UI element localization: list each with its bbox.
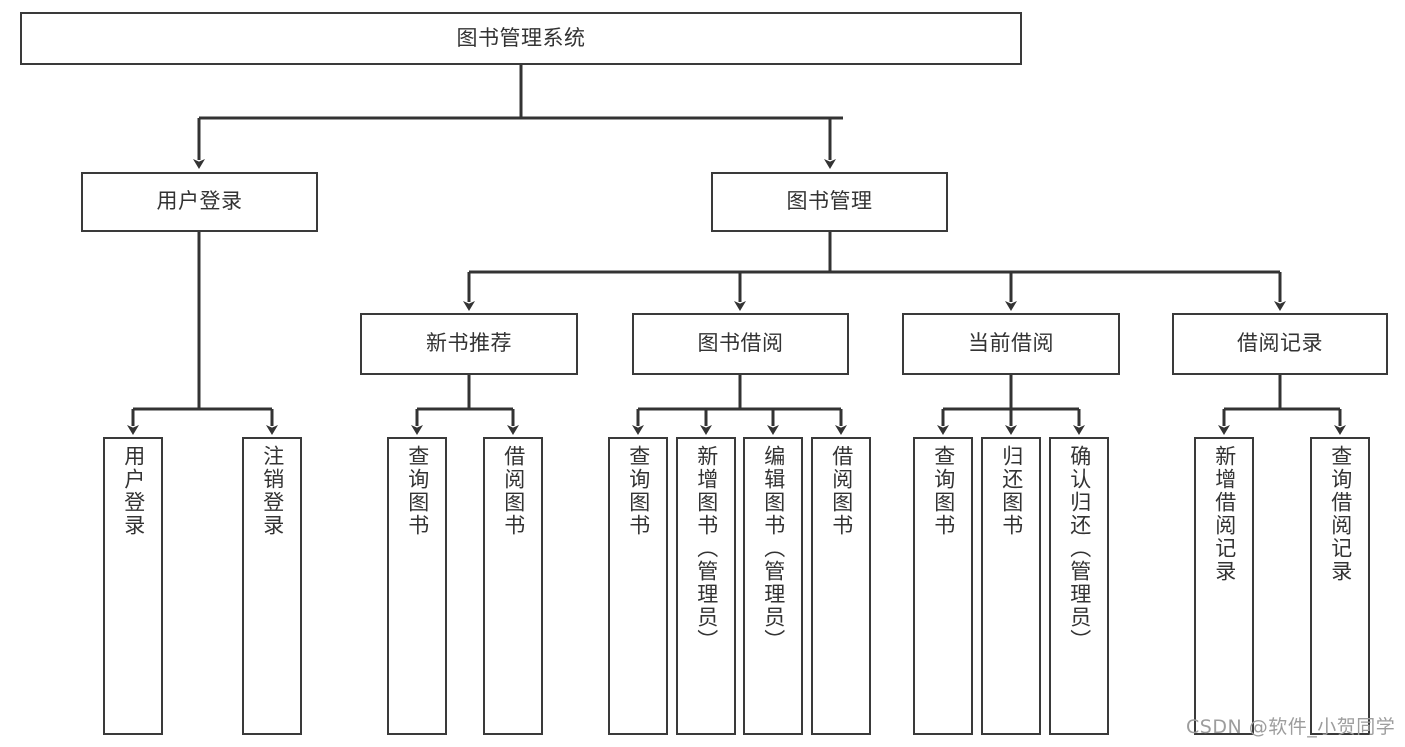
node-label: 新书推荐 bbox=[426, 331, 512, 356]
node-label: 注销登录 bbox=[260, 445, 285, 537]
node-label: 图书借阅 bbox=[697, 331, 784, 356]
node-book-borrow[interactable]: 图书借阅 bbox=[632, 313, 849, 375]
leaf-borrow-book[interactable]: 借阅图书 bbox=[811, 437, 871, 735]
csdn-watermark: CSDN @软件_小贺同学 bbox=[1186, 716, 1396, 738]
node-label: 图书管理系统 bbox=[456, 25, 586, 50]
leaf-add-borrow-record[interactable]: 新增借阅记录 bbox=[1194, 437, 1254, 735]
node-book-management[interactable]: 图书管理 bbox=[711, 172, 948, 232]
node-current-borrow[interactable]: 当前借阅 bbox=[902, 313, 1120, 375]
leaf-user-login[interactable]: 用户登录 bbox=[103, 437, 163, 735]
node-user-login[interactable]: 用户登录 bbox=[81, 172, 318, 232]
node-label: 查询图书 bbox=[931, 445, 956, 537]
node-label: 查询图书 bbox=[626, 445, 651, 537]
node-label: 借阅记录 bbox=[1237, 331, 1323, 356]
node-label: 查询借阅记录 bbox=[1328, 445, 1353, 583]
leaf-logout[interactable]: 注销登录 bbox=[242, 437, 302, 735]
node-new-book-recommend[interactable]: 新书推荐 bbox=[360, 313, 578, 375]
node-label: 确认归还（管理员） bbox=[1067, 445, 1092, 652]
node-label: 图书管理 bbox=[786, 189, 873, 214]
node-borrow-record[interactable]: 借阅记录 bbox=[1172, 313, 1388, 375]
node-label: 编辑图书（管理员） bbox=[761, 445, 786, 652]
leaf-confirm-return[interactable]: 确认归还（管理员） bbox=[1049, 437, 1109, 735]
leaf-borrow-book-recommend[interactable]: 借阅图书 bbox=[483, 437, 543, 735]
leaf-query-book-borrow[interactable]: 查询图书 bbox=[608, 437, 668, 735]
node-label: 用户登录 bbox=[121, 445, 146, 537]
node-root-system[interactable]: 图书管理系统 bbox=[20, 12, 1022, 65]
leaf-add-book[interactable]: 新增图书（管理员） bbox=[676, 437, 736, 735]
leaf-return-book[interactable]: 归还图书 bbox=[981, 437, 1041, 735]
leaf-query-borrow-record[interactable]: 查询借阅记录 bbox=[1310, 437, 1370, 735]
node-label: 借阅图书 bbox=[501, 445, 526, 537]
node-label: 当前借阅 bbox=[968, 331, 1054, 356]
leaf-edit-book[interactable]: 编辑图书（管理员） bbox=[743, 437, 803, 735]
node-label: 归还图书 bbox=[999, 445, 1024, 537]
node-label: 新增借阅记录 bbox=[1212, 445, 1237, 583]
node-label: 查询图书 bbox=[405, 445, 430, 537]
node-label: 用户登录 bbox=[156, 189, 243, 214]
node-label: 新增图书（管理员） bbox=[694, 445, 719, 652]
node-label: 借阅图书 bbox=[829, 445, 854, 537]
leaf-query-book-current[interactable]: 查询图书 bbox=[913, 437, 973, 735]
leaf-query-book-recommend[interactable]: 查询图书 bbox=[387, 437, 447, 735]
